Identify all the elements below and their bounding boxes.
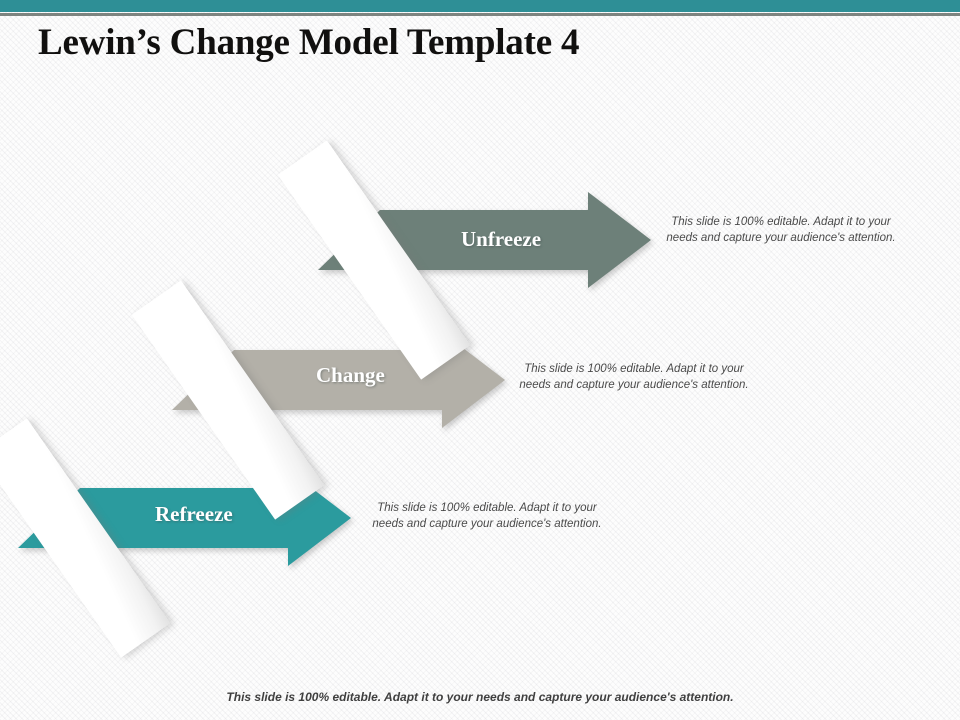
- stage-description-line2-refreeze: needs and capture your audience's attent…: [372, 517, 602, 530]
- stage-description-change: This slide is 100% editable. Adapt it to…: [505, 362, 763, 393]
- page-title: Lewin’s Change Model Template 4: [38, 22, 580, 63]
- stage-description-line2-change: needs and capture your audience's attent…: [519, 378, 749, 391]
- stage-description-line1-change: This slide is 100% editable. Adapt it to…: [524, 363, 744, 375]
- stage-description-line1-refreeze: This slide is 100% editable. Adapt it to…: [377, 502, 597, 514]
- stage-description-refreeze: This slide is 100% editable. Adapt it to…: [358, 501, 616, 532]
- stage-description-line2-unfreeze: needs and capture your audience's attent…: [666, 231, 896, 244]
- stage-description-line1-unfreeze: This slide is 100% editable. Adapt it to…: [671, 216, 891, 228]
- top-accent-bar: [0, 0, 960, 12]
- footer-note: This slide is 100% editable. Adapt it to…: [226, 690, 734, 704]
- top-rule-line: [0, 13, 960, 16]
- stage-description-unfreeze: This slide is 100% editable. Adapt it to…: [652, 215, 910, 246]
